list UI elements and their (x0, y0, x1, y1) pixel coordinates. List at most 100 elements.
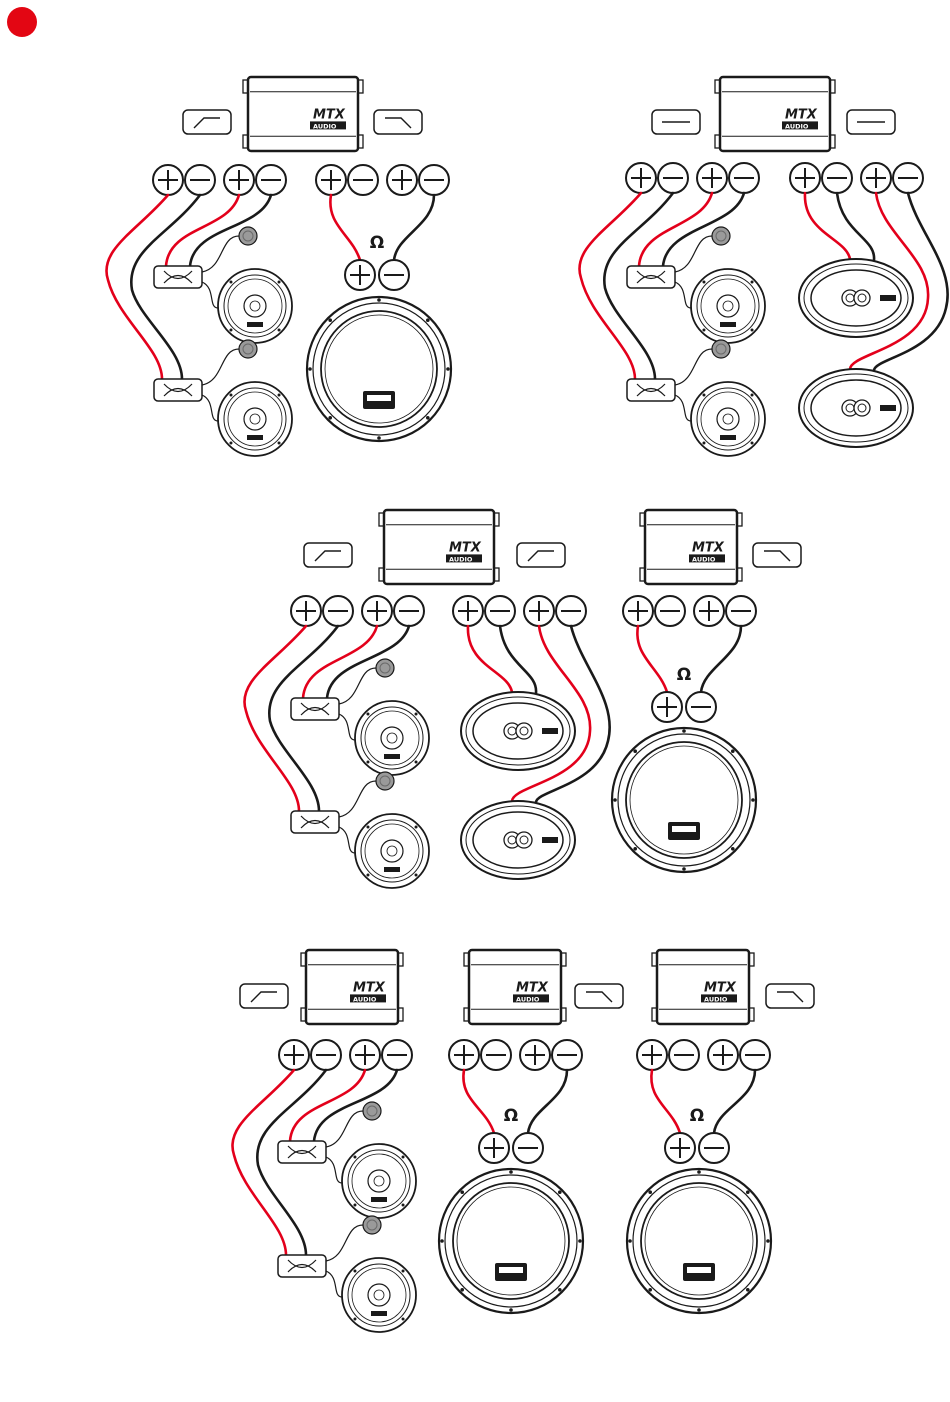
plus-circle-icon (153, 165, 183, 195)
plus-circle-icon (449, 1040, 479, 1070)
minus-circle-icon (552, 1040, 582, 1070)
ohm-label: Ω (690, 1106, 704, 1126)
crossover-icon (291, 698, 339, 720)
positive-wire (639, 193, 712, 266)
terminal-row (291, 596, 424, 626)
negative-wire (663, 193, 744, 266)
plus-circle-icon (652, 692, 682, 722)
subwoofer-icon (627, 1169, 771, 1313)
minus-circle-icon (740, 1040, 770, 1070)
plus-circle-icon (665, 1133, 695, 1163)
crossover-icon (627, 379, 675, 401)
crossover-icon (278, 1255, 326, 1277)
lowpass-filter-icon (753, 543, 801, 567)
negative-wire (314, 1070, 397, 1141)
terminal-row (316, 165, 449, 195)
plus-circle-icon (697, 163, 727, 193)
minus-circle-icon (311, 1040, 341, 1070)
plus-circle-icon (316, 165, 346, 195)
plus-circle-icon (520, 1040, 550, 1070)
minus-circle-icon (729, 163, 759, 193)
highpass-filter-icon (183, 110, 231, 134)
negative-wire (837, 193, 874, 260)
component-speaker-icon (218, 269, 292, 343)
amplifier: MTXAUDIO (640, 510, 742, 584)
diagram-d: MTXAUDIOMTXAUDIOMTXAUDIOΩΩ (232, 950, 814, 1332)
minus-circle-icon (556, 596, 586, 626)
crossover-icon (154, 266, 202, 288)
amplifier: MTXAUDIO (301, 950, 403, 1024)
plus-circle-icon (291, 596, 321, 626)
minus-circle-icon (699, 1133, 729, 1163)
terminal-row (153, 165, 286, 195)
positive-wire (637, 626, 667, 692)
tweeter-icon (712, 340, 730, 358)
coaxial-speaker-icon (461, 692, 575, 770)
component-speaker-icon (355, 701, 429, 775)
lowpass-filter-icon (766, 984, 814, 1008)
terminal-row (626, 163, 759, 193)
amplifier-brand-logo: MTX (516, 980, 549, 995)
crossover-icon (154, 379, 202, 401)
fullrange-filter-icon (847, 110, 895, 134)
minus-circle-icon (655, 596, 685, 626)
amplifier-brand-sub: AUDIO (704, 995, 728, 1003)
amplifier-brand-logo: MTX (353, 980, 386, 995)
plus-circle-icon (224, 165, 254, 195)
terminal-row (790, 163, 923, 193)
subwoofer-icon (612, 728, 756, 872)
positive-wire (290, 1070, 365, 1141)
negative-wire (528, 1070, 567, 1133)
positive-wire (468, 626, 512, 692)
lowpass-filter-icon (374, 110, 422, 134)
minus-circle-icon (658, 163, 688, 193)
terminal-row (453, 596, 586, 626)
amplifier-brand-sub: AUDIO (692, 555, 716, 563)
ohm-label: Ω (370, 233, 384, 253)
ohm-label: Ω (504, 1106, 518, 1126)
minus-circle-icon (485, 596, 515, 626)
component-speaker-icon (355, 814, 429, 888)
plus-circle-icon (350, 1040, 380, 1070)
minus-circle-icon (686, 692, 716, 722)
amplifier: MTXAUDIO (243, 77, 363, 151)
terminal-row (623, 596, 756, 626)
minus-circle-icon (419, 165, 449, 195)
amplifier-brand-logo: MTX (785, 107, 818, 122)
positive-wire (805, 193, 850, 259)
plus-circle-icon (626, 163, 656, 193)
negative-wire (701, 626, 741, 692)
component-speaker-icon (342, 1144, 416, 1218)
amplifier-brand-sub: AUDIO (516, 995, 540, 1003)
plus-circle-icon (279, 1040, 309, 1070)
ohm-label: Ω (677, 665, 691, 685)
crossover-icon (627, 266, 675, 288)
amplifier-brand-sub: AUDIO (449, 555, 473, 563)
plus-circle-icon (861, 163, 891, 193)
subwoofer-icon (307, 297, 451, 441)
plus-circle-icon (708, 1040, 738, 1070)
tweeter-icon (376, 772, 394, 790)
negative-wire (190, 195, 271, 266)
plus-circle-icon (694, 596, 724, 626)
amplifier-brand-sub: AUDIO (785, 122, 809, 130)
tweeter-icon (376, 659, 394, 677)
diagram-a: MTXAUDIO Ω (106, 77, 451, 456)
component-speaker-icon (342, 1258, 416, 1332)
positive-wire (330, 195, 360, 260)
subwoofer-icon (439, 1169, 583, 1313)
coaxial-speaker-icon (461, 801, 575, 879)
minus-circle-icon (481, 1040, 511, 1070)
amplifier: MTXAUDIO (652, 950, 754, 1024)
plus-circle-icon (790, 163, 820, 193)
minus-circle-icon (379, 260, 409, 290)
amplifier: MTXAUDIO (464, 950, 566, 1024)
positive-wire (651, 1070, 680, 1133)
component-speaker-icon (691, 269, 765, 343)
amplifier-brand-sub: AUDIO (353, 995, 377, 1003)
plus-circle-icon (362, 596, 392, 626)
plus-circle-icon (479, 1133, 509, 1163)
fullrange-filter-icon (652, 110, 700, 134)
